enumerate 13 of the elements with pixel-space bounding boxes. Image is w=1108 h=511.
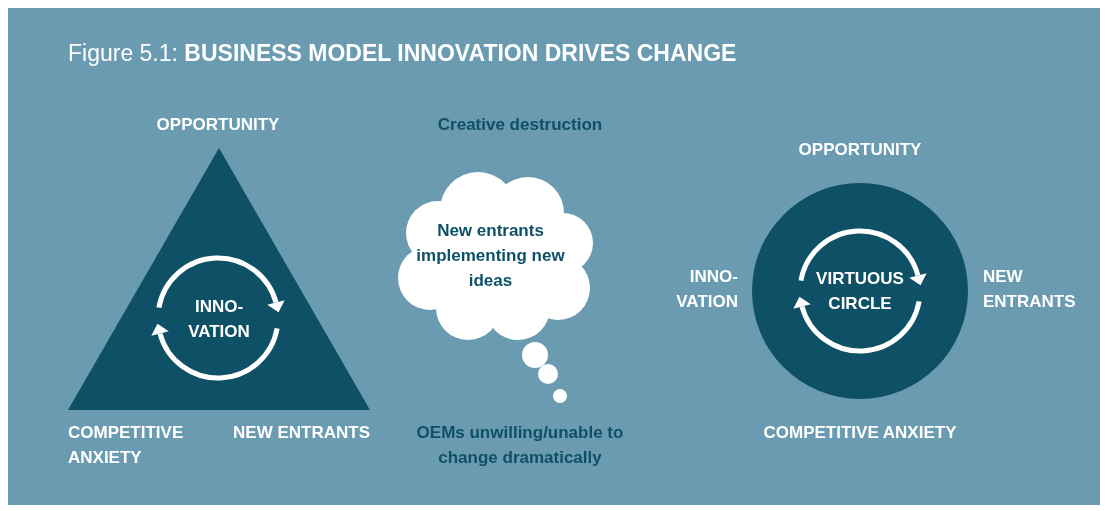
side-label: OPPORTUNITY xyxy=(155,114,281,136)
side-label: OPPORTUNITY xyxy=(797,139,923,161)
side-label: OEMs unwilling/unable to change dramatically xyxy=(415,422,625,469)
side-label: Creative destruction xyxy=(436,114,604,136)
node-text: New entrants implementing new ideas xyxy=(415,220,566,292)
side-label: NEW ENTRANTS xyxy=(232,422,370,444)
node-text: VIRTUOUS CIRCLE xyxy=(815,268,905,315)
side-label: COMPETITIVE ANXIETY xyxy=(68,422,185,469)
side-label: INNO- VATION xyxy=(675,266,738,313)
node-text: INNO- VATION xyxy=(187,296,251,343)
side-label: COMPETITIVE ANXIETY xyxy=(762,422,958,444)
side-label: NEW ENTRANTS xyxy=(983,266,1077,313)
figure-title: Figure 5.1: BUSINESS MODEL INNOVATION DRIVES CHANGE xyxy=(68,40,737,67)
